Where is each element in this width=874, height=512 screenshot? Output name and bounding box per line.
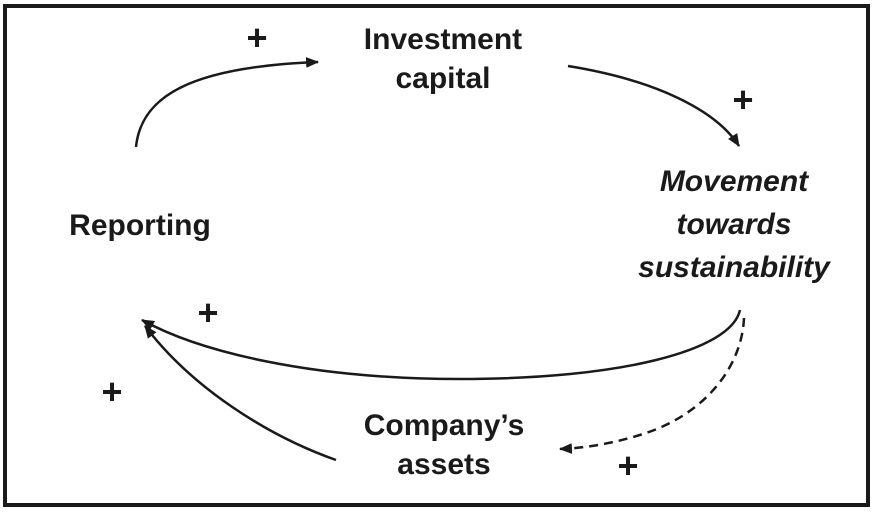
arrow-investment-to-movement xyxy=(567,64,741,147)
node-investment-capital: Investment capital xyxy=(363,23,523,95)
node-companys-assets: Company’s assets xyxy=(363,409,525,481)
node-movement-towards-sustainability: Movement towards sustainability xyxy=(638,165,830,284)
plus-sign-reporting-to-investment: + xyxy=(246,17,268,58)
plus-sign-assets-to-reporting: + xyxy=(101,371,123,412)
node-reporting: Reporting xyxy=(69,209,211,242)
plus-sign-movement-to-assets: + xyxy=(617,445,639,486)
plus-sign-movement-to-reporting: + xyxy=(197,292,219,333)
arrow-reporting-to-investment xyxy=(134,57,320,148)
arrow-movement-to-assets-dashed xyxy=(558,317,746,454)
arrow-assets-to-reporting xyxy=(144,325,337,462)
plus-sign-investment-to-movement: + xyxy=(732,79,754,120)
arrow-movement-to-reporting xyxy=(141,309,742,381)
